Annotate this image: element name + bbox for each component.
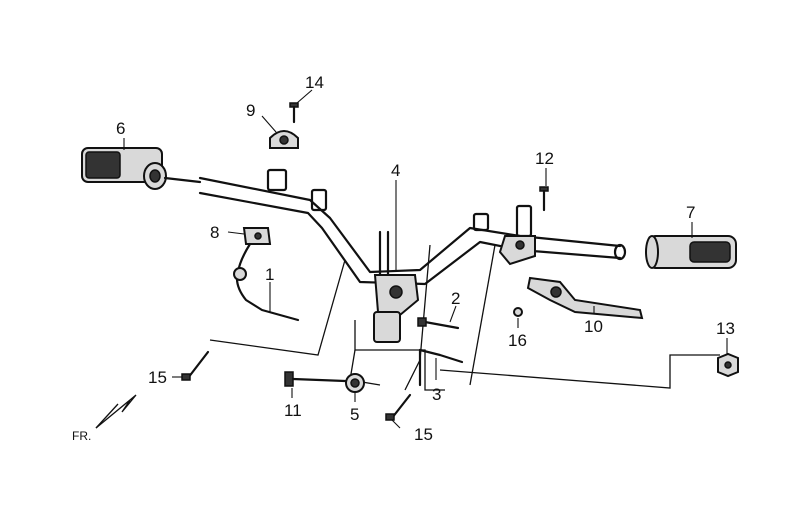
callout-1: 1 <box>265 265 274 284</box>
small-nut <box>513 307 523 317</box>
callout-7: 7 <box>686 203 695 222</box>
screw-right <box>539 186 549 212</box>
center-clamp <box>373 274 420 343</box>
bolt <box>417 317 460 330</box>
callout-6: 6 <box>116 119 125 138</box>
callout-4: 4 <box>391 161 400 180</box>
front-direction-label: FR. <box>72 429 91 443</box>
callout-9: 9 <box>246 101 255 120</box>
callout-5: 5 <box>350 405 359 424</box>
screw-bottom <box>385 393 412 421</box>
callout-15-bottom: 15 <box>414 425 433 444</box>
callout-2: 2 <box>451 289 460 308</box>
callout-16: 16 <box>508 331 527 350</box>
callout-8: 8 <box>210 223 219 242</box>
callout-13: 13 <box>716 319 735 338</box>
screw-left <box>181 350 210 381</box>
callout-10: 10 <box>584 317 603 336</box>
brake-switch-cable <box>233 242 300 322</box>
leader-lines <box>123 89 728 429</box>
right-grip <box>645 235 737 269</box>
front-direction-arrow: FR. <box>72 394 137 443</box>
hex-nut <box>717 352 739 378</box>
callout-15-left: 15 <box>148 368 167 387</box>
screw-top <box>289 102 299 124</box>
right-mount-bracket <box>498 235 536 266</box>
callout-11: 11 <box>284 401 302 420</box>
bracket <box>418 348 464 387</box>
brake-lever <box>526 276 644 320</box>
callout-labels: 1 2 3 4 5 6 7 8 9 10 11 12 13 14 15 15 1… <box>116 73 735 444</box>
collar <box>345 373 365 393</box>
clamp-cap <box>269 130 299 149</box>
switch-bracket <box>242 227 272 245</box>
callout-3: 3 <box>432 385 441 404</box>
handlebar <box>163 168 627 286</box>
left-grip <box>81 147 167 190</box>
long-bolt <box>284 371 347 387</box>
callout-14: 14 <box>305 73 324 92</box>
callout-12: 12 <box>535 149 554 168</box>
